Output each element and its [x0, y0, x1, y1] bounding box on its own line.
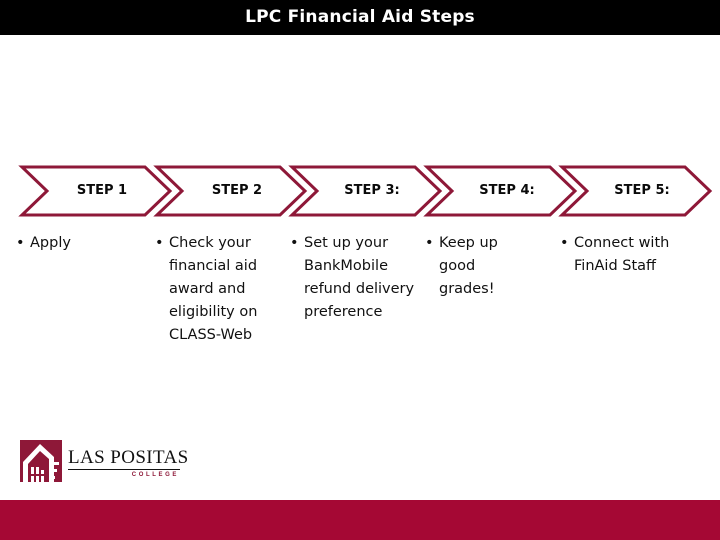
step-column-5: Connect with FinAid Staff [560, 232, 682, 278]
list-item: Check your financial aid award and eligi… [155, 232, 283, 347]
step-column-1: Apply [16, 232, 146, 255]
logo-wordmark: LAS POSITAS COLLEGE [68, 447, 189, 478]
step-column-3: Set up your BankMobile refund delivery p… [290, 232, 418, 324]
step-column-4: Keep up good grades! [425, 232, 525, 301]
step-label-2: STEP 2 [211, 183, 263, 198]
step-label-3: STEP 3: [344, 183, 400, 198]
logo-name: LAS POSITAS [68, 447, 189, 468]
list-item: Keep up good grades! [425, 232, 525, 301]
header-bar: LPC Financial Aid Steps [0, 0, 720, 35]
chevron-shape-step-4 [423, 165, 578, 217]
list-item: Apply [16, 232, 146, 255]
list-item: Set up your BankMobile refund delivery p… [290, 232, 418, 324]
logo-subtitle: COLLEGE [131, 471, 179, 478]
chevron-shape-step-5 [558, 165, 713, 217]
step-label-1: STEP 1 [76, 183, 128, 198]
las-positas-college-logo: LAS POSITAS COLLEGE [20, 440, 189, 486]
steps-body: Apply Check your financial aid award and… [0, 232, 720, 402]
step-column-2: Check your financial aid award and eligi… [155, 232, 283, 347]
step-bullet-list-3: Set up your BankMobile refund delivery p… [290, 232, 418, 324]
step-bullet-list-4: Keep up good grades! [425, 232, 525, 301]
chevron-shape-step-2 [153, 165, 308, 217]
step-bullet-list-1: Apply [16, 232, 146, 255]
footer-bar [0, 500, 720, 540]
step-label-4: STEP 4: [479, 183, 535, 198]
chevron-shape-step-3 [288, 165, 443, 217]
step-bullet-list-5: Connect with FinAid Staff [560, 232, 682, 278]
step-bullet-list-2: Check your financial aid award and eligi… [155, 232, 283, 347]
list-item: Connect with FinAid Staff [560, 232, 682, 278]
chevron-shape-step-1 [18, 165, 173, 217]
logo-mark-icon [20, 440, 62, 482]
steps-chevron-band [0, 164, 720, 220]
page-title: LPC Financial Aid Steps [245, 7, 475, 27]
logo-divider [68, 469, 180, 470]
step-label-5: STEP 5: [614, 183, 670, 198]
